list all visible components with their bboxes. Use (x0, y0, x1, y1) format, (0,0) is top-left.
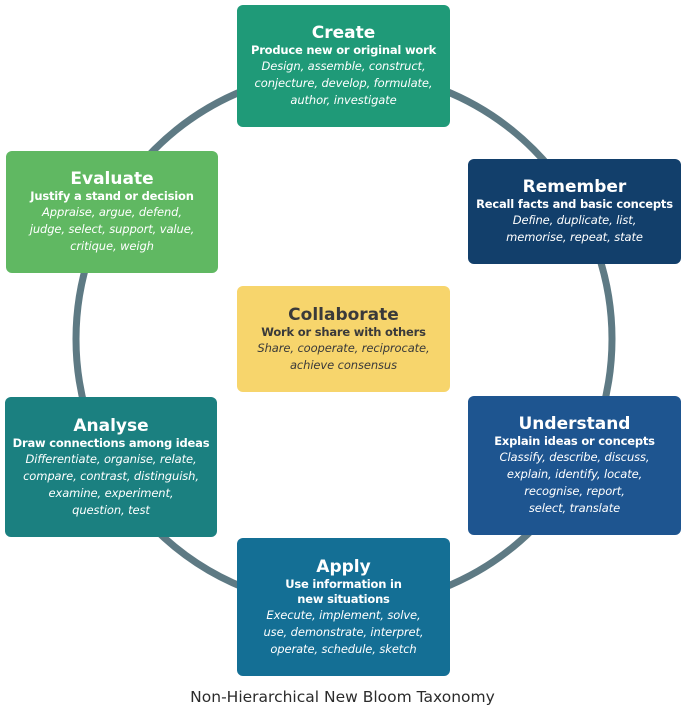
verb-line: select, translate (528, 501, 621, 515)
node-analyse: Analyse Draw connections among ideas Dif… (5, 397, 217, 537)
subtitle-line: new situations (297, 591, 390, 606)
verb-line: explain, identify, locate, (506, 467, 643, 481)
node-subtitle: Recall facts and basic concepts (476, 197, 673, 211)
node-subtitle: Work or share with others (261, 324, 426, 339)
node-title: Collaborate (288, 304, 399, 325)
node-subtitle: Produce new or original work (250, 43, 437, 57)
node-subtitle: Justify a stand or decision (30, 189, 194, 203)
node-understand: Understand Explain ideas or concepts Cla… (468, 396, 681, 535)
node-remember: Remember Recall facts and basic concepts… (468, 159, 681, 264)
node-verbs: Share, cooperate, reciprocate, achieve c… (257, 340, 429, 374)
node-verbs: Appraise, argue, defend, judge, select, … (29, 204, 195, 255)
node-verbs: Execute, implement, solve, use, demonstr… (263, 607, 423, 658)
verb-line: compare, contrast, distinguish, (23, 468, 199, 483)
subtitle-line: Use information in (285, 576, 402, 591)
verb-line: question, test (72, 502, 150, 517)
node-verbs: Classify, describe, discuss, explain, id… (500, 449, 650, 517)
node-verbs: Differentiate, organise, relate, compare… (23, 451, 199, 519)
verb-line: examine, experiment, (48, 485, 174, 500)
verb-line: memorise, repeat, state (506, 230, 643, 244)
node-verbs: Define, duplicate, list, memorise, repea… (506, 212, 643, 246)
verb-line: judge, select, support, value, (29, 222, 195, 236)
node-subtitle: Use information in new situations (285, 577, 402, 607)
verb-line: Design, assemble, construct, (261, 59, 426, 73)
node-subtitle: Draw connections among ideas (12, 435, 210, 450)
verb-line: recognise, report, (524, 484, 625, 498)
node-subtitle: Explain ideas or concepts (494, 434, 655, 448)
verb-line: Differentiate, organise, relate, (25, 451, 197, 466)
node-title: Apply (316, 556, 371, 577)
node-collaborate: Collaborate Work or share with others Sh… (237, 286, 450, 392)
verb-line: Define, duplicate, list, (512, 213, 637, 227)
node-create: Create Produce new or original work Desi… (237, 5, 450, 127)
verb-line: Share, cooperate, reciprocate, (257, 340, 430, 355)
verb-line: achieve consensus (289, 357, 398, 372)
verb-line: conjecture, develop, formulate, (254, 76, 433, 90)
verb-line: Classify, describe, discuss, (499, 450, 650, 464)
verb-line: use, demonstrate, interpret, (263, 624, 424, 639)
node-title: Remember (522, 177, 627, 197)
node-title: Analyse (73, 415, 149, 436)
verb-line: Appraise, argue, defend, (42, 205, 182, 219)
node-title: Understand (518, 414, 631, 434)
verb-line: Execute, implement, solve, (266, 607, 421, 622)
node-title: Evaluate (70, 169, 154, 189)
node-verbs: Design, assemble, construct, conjecture,… (255, 58, 433, 109)
node-evaluate: Evaluate Justify a stand or decision App… (6, 151, 218, 273)
node-apply: Apply Use information in new situations … (237, 538, 450, 676)
verb-line: author, investigate (290, 93, 397, 107)
verb-line: operate, schedule, sketch (270, 641, 417, 656)
node-title: Create (311, 23, 376, 43)
verb-line: critique, weigh (70, 239, 154, 253)
diagram-caption: Non-Hierarchical New Bloom Taxonomy (190, 688, 495, 706)
